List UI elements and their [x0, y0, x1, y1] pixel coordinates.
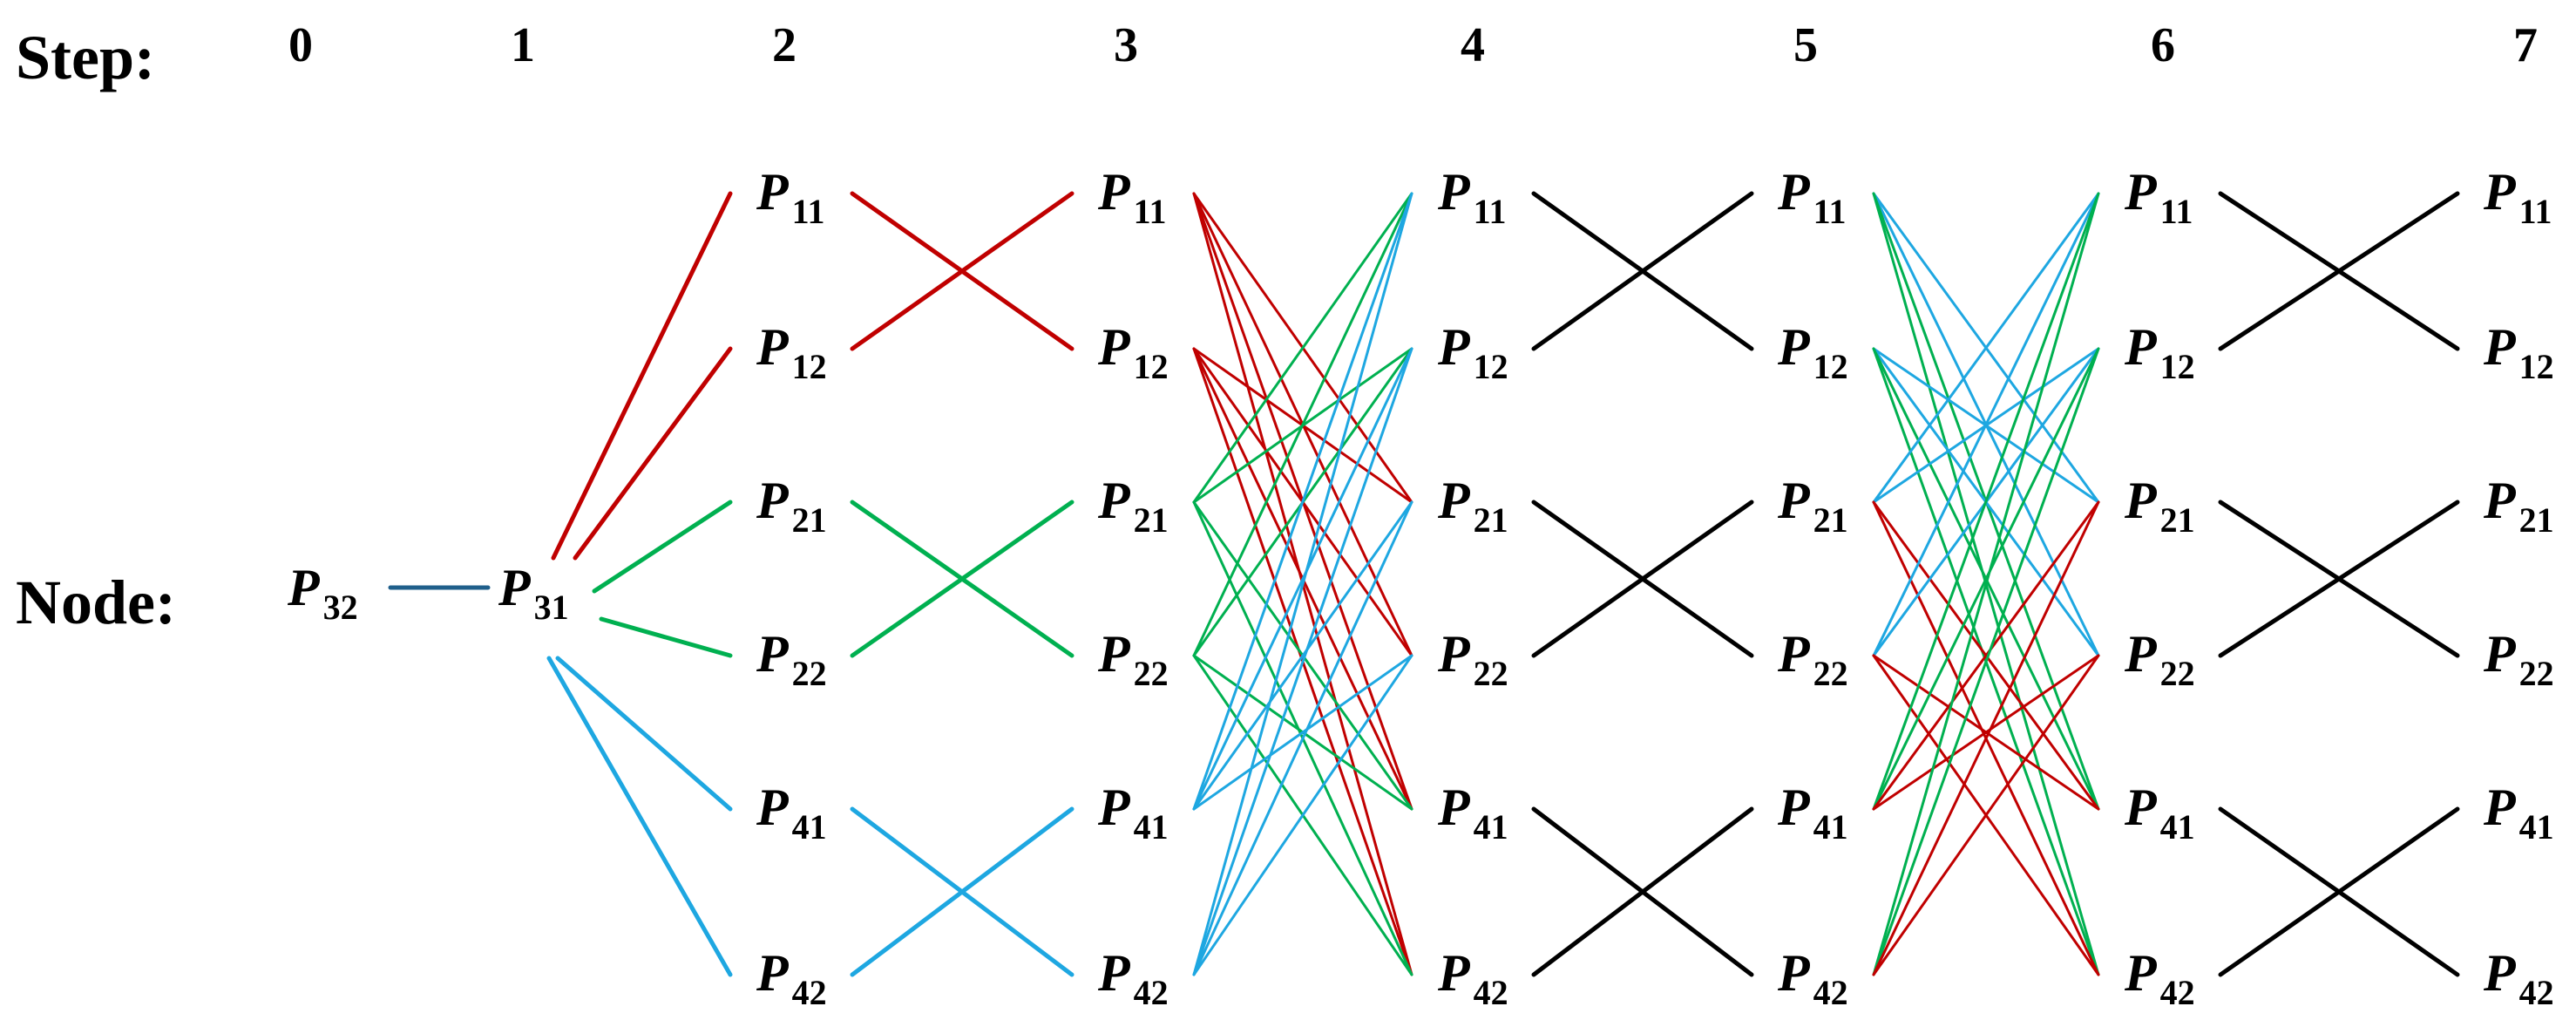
edge-s3-p21-to-s4-p11 — [1192, 192, 1413, 504]
edge-s3-p22-to-s4-p11 — [1192, 192, 1413, 657]
edge-s4-p22-to-s5-p21 — [1531, 500, 1754, 658]
edge-s3-p42-to-s4-p11 — [1192, 192, 1413, 976]
edge-s5-p41-to-s6-p11 — [1872, 192, 2100, 811]
edge-s6-p22-to-s7-p21 — [2218, 500, 2460, 658]
edge-s1-p31-to-s2-p41 — [555, 656, 733, 812]
edge-s6-p12-to-s7-p11 — [2218, 191, 2460, 351]
edge-s5-p21-to-s6-p11 — [1872, 192, 2100, 504]
step-number-6: 6 — [2151, 18, 2175, 72]
edge-s2-p12-to-s3-p11 — [850, 191, 1074, 351]
step-row-label: Step: — [16, 23, 155, 92]
edge-s2-p42-to-s3-p41 — [850, 806, 1074, 977]
step-number-4: 4 — [1461, 18, 1485, 72]
edge-s3-p41-to-s4-p12 — [1192, 347, 1413, 811]
edge-s5-p22-to-s6-p11 — [1872, 192, 2100, 657]
step-number-5: 5 — [1793, 18, 1818, 72]
step-number-1: 1 — [511, 18, 535, 72]
node-row-label: Node: — [16, 568, 176, 637]
edges-layer — [388, 191, 2460, 977]
edge-s3-p41-to-s4-p11 — [1192, 192, 1413, 811]
edge-s6-p42-to-s7-p41 — [2218, 806, 2460, 977]
step-numbers: 0 1 2 3 4 5 6 7 — [288, 18, 2538, 72]
edge-s1-p31-to-s2-p12 — [573, 346, 733, 561]
edge-s1-p31-to-s2-p22 — [599, 616, 733, 658]
edge-s1-p31-to-s2-p11 — [551, 191, 733, 561]
edge-s1-p31-to-s2-p42 — [546, 656, 733, 977]
edge-s4-p42-to-s5-p41 — [1531, 806, 1754, 977]
edge-s3-p42-to-s4-p21 — [1192, 500, 1413, 976]
step-number-3: 3 — [1114, 18, 1138, 72]
step-number-7: 7 — [2513, 18, 2538, 72]
edge-s2-p22-to-s3-p21 — [850, 500, 1074, 658]
edge-s3-p41-to-s4-p21 — [1192, 500, 1413, 811]
edge-s5-p41-to-s6-p12 — [1872, 347, 2100, 811]
edge-s5-p41-to-s6-p22 — [1872, 654, 2100, 811]
edge-s5-p41-to-s6-p21 — [1872, 500, 2100, 811]
edge-s3-p41-to-s4-p22 — [1192, 654, 1413, 811]
step-number-2: 2 — [772, 18, 797, 72]
edge-s3-p42-to-s4-p22 — [1192, 654, 1413, 976]
edge-s5-p42-to-s6-p12 — [1872, 347, 2100, 976]
labels-layer: Step: Node: — [16, 23, 176, 637]
edge-s5-p42-to-s6-p21 — [1872, 500, 2100, 976]
step-number-0: 0 — [288, 18, 313, 72]
edge-s5-p42-to-s6-p22 — [1872, 654, 2100, 976]
edge-s3-p42-to-s4-p12 — [1192, 347, 1413, 976]
edge-s1-p31-to-s2-p21 — [592, 500, 733, 594]
edge-s5-p42-to-s6-p11 — [1872, 192, 2100, 976]
edge-s4-p12-to-s5-p11 — [1531, 191, 1754, 351]
